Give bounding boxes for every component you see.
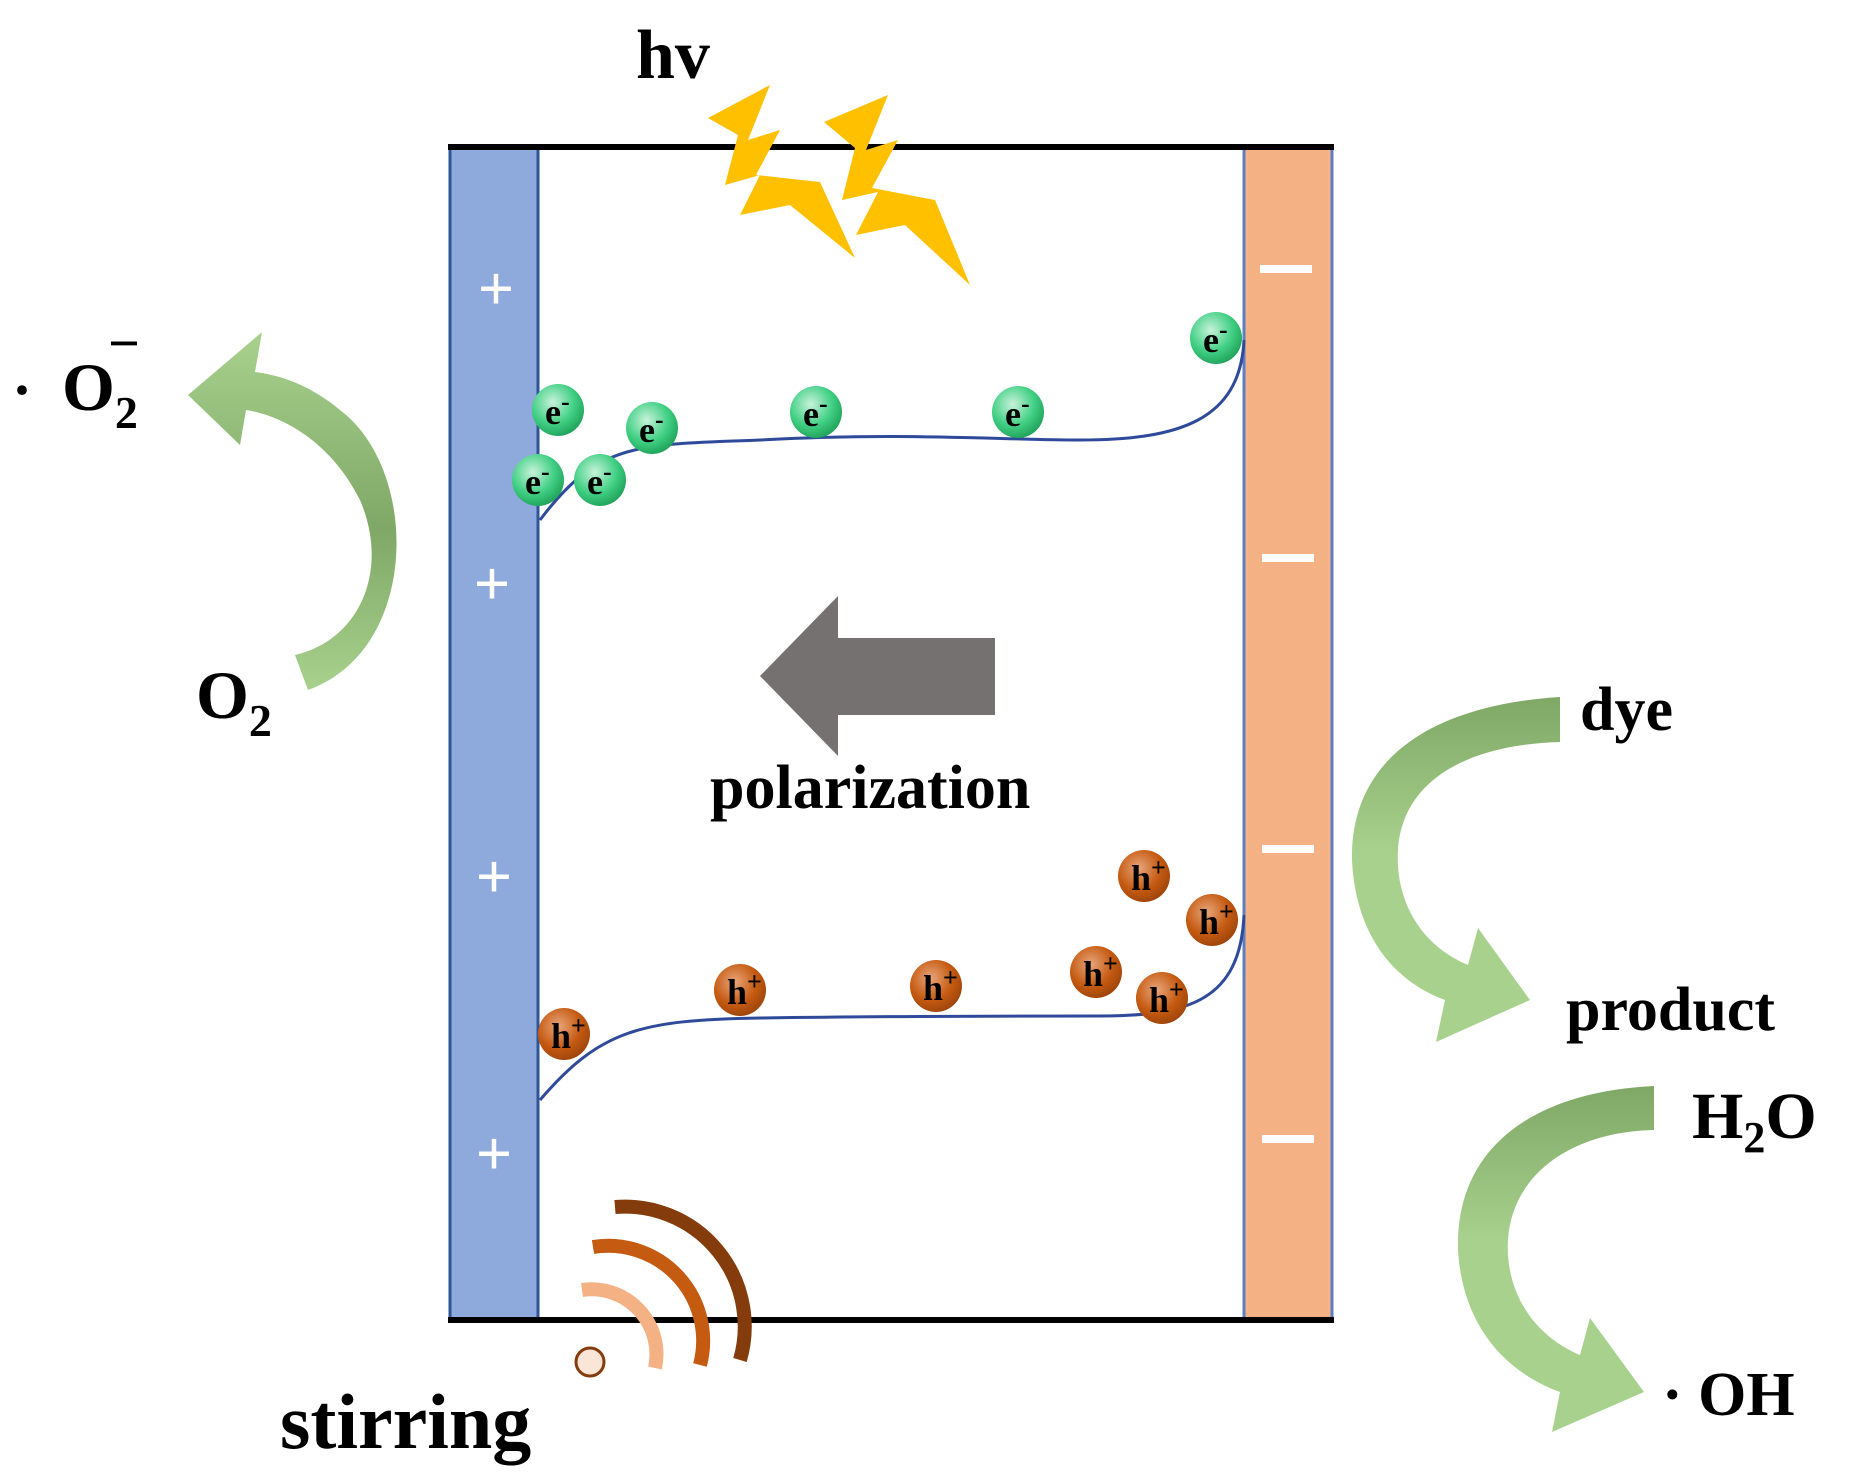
- dye-degradation-arrow: [1351, 697, 1560, 1042]
- stirring-icon: [574, 1199, 752, 1378]
- superoxide-charge: −: [108, 313, 140, 375]
- holes: h+ h+ h+ h+ h+ h+ h+: [538, 850, 1238, 1060]
- hole-circle: [910, 960, 962, 1012]
- minus-sign: [1262, 1135, 1314, 1143]
- plus-sign: +: [476, 841, 512, 912]
- hole-circle: [714, 964, 766, 1016]
- plus-sign: +: [474, 548, 510, 619]
- hole-symbol: h+: [551, 1011, 586, 1056]
- electron-symbol: e-: [587, 457, 612, 502]
- hole-circle: [538, 1008, 590, 1060]
- electron: e-: [574, 454, 626, 506]
- electron-symbol: e-: [639, 405, 664, 450]
- product-label: product: [1566, 976, 1775, 1044]
- hole-symbol: h+: [1083, 949, 1118, 994]
- positive-plate: [448, 145, 540, 1322]
- electron-circle: [574, 454, 626, 506]
- hole: h+: [1136, 972, 1188, 1024]
- hole-symbol: h+: [1199, 897, 1234, 942]
- electron: e-: [512, 454, 564, 506]
- hole-circle: [1070, 946, 1122, 998]
- electron-symbol: e-: [545, 387, 570, 432]
- electron: e-: [992, 386, 1044, 438]
- electron-symbol: e-: [525, 457, 550, 502]
- minus-sign: [1262, 554, 1314, 562]
- electron-symbol: e-: [1005, 389, 1030, 434]
- electron-circle: [512, 454, 564, 506]
- electrons: e-e-e-e-e-e-e-: [512, 312, 1242, 506]
- hydroxyl-label: · OH: [1662, 1361, 1795, 1429]
- crystal-box: [448, 144, 1334, 1323]
- electron: e-: [790, 386, 842, 438]
- oxygen-label: O2: [196, 657, 272, 746]
- plus-sign: +: [476, 1118, 512, 1189]
- hole-symbol: h+: [727, 967, 762, 1012]
- hole: h+: [1070, 946, 1122, 998]
- superoxide-label: O2: [62, 349, 138, 438]
- electron-circle: [992, 386, 1044, 438]
- electron-circle: [790, 386, 842, 438]
- electron: e-: [1190, 312, 1242, 364]
- negative-plate: [1242, 145, 1334, 1322]
- polarization-label: polarization: [710, 754, 1030, 822]
- box-interior: [450, 147, 1246, 1320]
- lightning-icon: [708, 85, 970, 285]
- negative-signs: [1260, 265, 1314, 1143]
- electron: e-: [532, 384, 584, 436]
- hole: h+: [538, 1008, 590, 1060]
- polarization-arrow: [760, 596, 995, 756]
- hole: h+: [1186, 894, 1238, 946]
- electron-circle: [532, 384, 584, 436]
- electron: e-: [626, 402, 678, 454]
- plus-sign: +: [478, 253, 514, 324]
- conduction-band-line: [538, 339, 1246, 521]
- superoxide-dot: ·: [12, 357, 32, 423]
- hole-symbol: h+: [923, 963, 958, 1008]
- dye-label: dye: [1580, 676, 1673, 744]
- hole-circle: [1118, 850, 1170, 902]
- electron-symbol: e-: [803, 389, 828, 434]
- positive-signs: + + + +: [474, 253, 514, 1189]
- valence-band-line: [538, 914, 1246, 1101]
- hole: h+: [1118, 850, 1170, 902]
- water-oxidation-arrow: [1457, 1086, 1654, 1432]
- hole-symbol: h+: [1131, 853, 1166, 898]
- electron-circle: [1190, 312, 1242, 364]
- hole: h+: [910, 960, 962, 1012]
- light-label: hv: [636, 17, 710, 94]
- oxygen-reduction-arrow: [188, 332, 397, 690]
- hole-symbol: h+: [1149, 975, 1184, 1020]
- minus-sign: [1262, 845, 1314, 853]
- electron-circle: [626, 402, 678, 454]
- electron-symbol: e-: [1203, 315, 1228, 360]
- minus-sign: [1260, 265, 1312, 273]
- hole-circle: [1136, 972, 1188, 1024]
- hole-circle: [1186, 894, 1238, 946]
- hole: h+: [714, 964, 766, 1016]
- water-label: H2O: [1692, 1080, 1817, 1162]
- stirring-label: stirring: [280, 1378, 531, 1465]
